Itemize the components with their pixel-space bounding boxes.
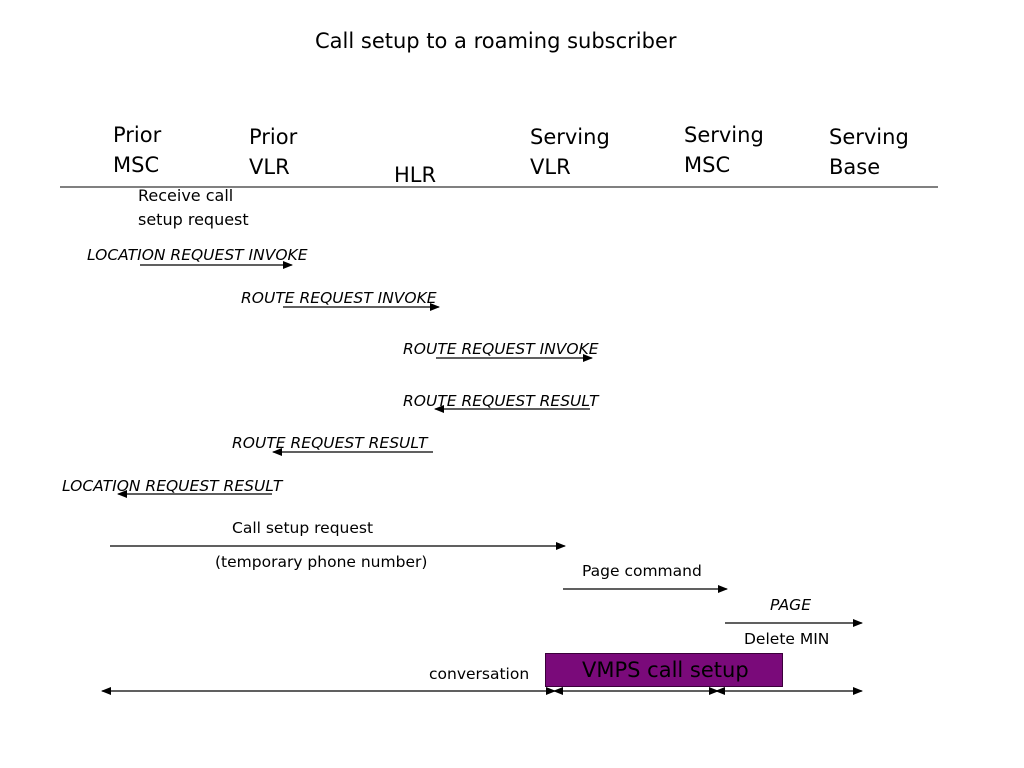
entity-prior-vlr-line1: Prior [249,125,298,149]
label-location-request-invoke: LOCATION REQUEST INVOKE [87,246,308,264]
label-location-request-result: LOCATION REQUEST RESULT [62,477,283,495]
label-page: PAGE [770,596,811,614]
label-page-command: Page command [582,562,702,580]
entity-serving-base: Serving Base [829,122,939,182]
entity-serving-msc: Serving MSC [684,120,794,180]
label-delete-min: Delete MIN [744,630,830,648]
diagram-title: Call setup to a roaming subscriber [315,29,677,53]
label-route-request-invoke-1: ROUTE REQUEST INVOKE [241,289,437,307]
entity-serving-msc-line1: Serving [684,123,764,147]
label-temporary-phone-number: (temporary phone number) [215,553,428,571]
entity-serving-vlr-line2: VLR [530,155,571,179]
vmps-call-setup-box [545,653,783,687]
label-conversation: conversation [429,665,530,683]
label-route-request-result-1: ROUTE REQUEST RESULT [403,392,599,410]
label-route-request-result-2: ROUTE REQUEST RESULT [232,434,428,452]
entity-serving-msc-line2: MSC [684,153,731,177]
entity-serving-base-line1: Serving [829,125,909,149]
entity-hlr: HLR [394,160,504,190]
label-route-request-invoke-2: ROUTE REQUEST INVOKE [403,340,599,358]
entity-prior-vlr-line2: VLR [249,155,290,179]
note-receive-call: Receive call setup request [138,186,249,229]
entity-prior-msc-line2: MSC [113,153,160,177]
entity-prior-vlr: Prior VLR [249,122,359,182]
entity-prior-msc-line1: Prior [113,123,162,147]
entity-serving-vlr: Serving VLR [530,122,640,182]
label-call-setup-request: Call setup request [232,519,374,537]
entity-serving-vlr-line1: Serving [530,125,610,149]
vmps-call-setup-label: VMPS call setup [582,658,749,682]
entity-hlr-line1: HLR [394,163,437,187]
entity-prior-msc: Prior MSC [113,120,223,180]
entity-serving-base-line2: Base [829,155,881,179]
